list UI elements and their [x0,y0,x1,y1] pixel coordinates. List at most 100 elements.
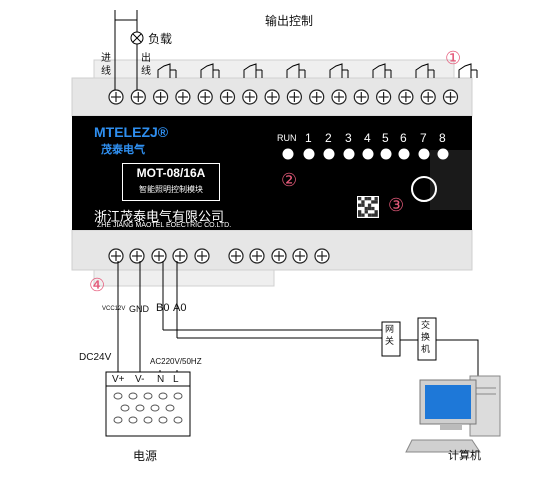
channel-label: 2 [325,131,332,145]
relay-symbol [415,63,435,78]
top-terminal [130,89,146,105]
power-terminal-label: N [157,374,165,385]
status-led [362,148,374,160]
in-line-label: 进 线 [101,53,111,77]
bottom-terminal [271,248,287,264]
power-supply-label: 电源 [133,449,158,463]
brand-logo-cn: 茂泰电气 [101,144,145,156]
vent-hole [128,416,138,424]
status-leds [282,148,449,160]
top-terminal [376,89,392,105]
vent-hole [120,404,130,412]
vcc-label: VCC12V [102,306,126,312]
model-number: MOT-08/16A [136,166,206,180]
bottom-terminal [249,248,265,264]
bottom-terminal [314,248,330,264]
top-terminal-cover [93,59,455,79]
top-terminal [264,89,280,105]
power-supply-vents [113,392,183,424]
switch-pc-wire [436,339,479,380]
channel-label: 3 [345,131,352,145]
bottom-terminal [151,248,167,264]
bottom-terminal [228,248,244,264]
company-name-en: ZHE JIANG MAOTEL EOECTRIC CO.LTD. [97,222,232,229]
marker-1: ① [445,48,462,69]
bottom-terminal [172,248,188,264]
status-led [343,148,355,160]
b0-label: B0 [156,302,170,314]
vent-hole [158,392,168,400]
top-terminal [197,89,213,105]
top-terminal [219,89,236,105]
vent-hole [173,416,183,424]
vent-hole [173,392,183,400]
power-terminal-label: L [173,374,179,385]
relay-symbol [200,63,220,78]
relay-symbol [157,63,177,78]
model-description: 智能照明控制模块 [139,185,203,194]
channel-label: 7 [420,131,427,145]
top-terminal [309,89,325,105]
top-terminal [353,89,369,105]
relay-contacts [157,63,478,78]
vent-hole [113,392,123,400]
load-lamp-symbol [130,31,144,45]
vent-hole [128,392,138,400]
top-terminal [175,89,191,105]
channel-label: 8 [439,131,446,145]
ac220-label: AC220V/50HZ [150,357,202,366]
dc24v-label: DC24V [79,352,112,363]
bottom-terminal-rail [71,229,473,271]
top-terminal [242,89,258,105]
vent-hole [143,392,153,400]
status-led [398,148,410,160]
power-terminal-label: V- [135,374,145,385]
vent-hole [150,404,160,412]
top-terminal [286,89,302,105]
marker-4: ④ [89,275,106,296]
module-shadow [430,150,472,210]
vent-hole [165,404,175,412]
relay-symbol [372,63,392,78]
gateway-label: 网 关 [385,325,395,347]
company-name-cn: 浙江茂泰电气有限公司 [94,210,225,225]
status-led [437,148,449,160]
channel-label: 1 [305,131,312,145]
bottom-terminal [129,248,145,264]
bottom-terminal-cover [93,269,275,287]
gateway-box [381,321,401,357]
top-terminals [108,89,459,105]
channel-label: 4 [364,131,371,145]
out-line-label: 出 线 [141,53,151,77]
vent-hole [113,416,123,424]
top-terminal [108,89,124,105]
a0-label: A0 [173,302,187,314]
channel-label: 6 [400,131,407,145]
bottom-terminal [108,248,124,264]
top-terminal [331,89,347,105]
vent-hole [143,416,153,424]
load-label: 负载 [148,32,173,46]
model-plate: MOT-08/16A 智能照明控制模块 [122,163,220,201]
switch-label: 交 换 机 [421,321,431,355]
status-led [303,148,315,160]
status-led [323,148,335,160]
vent-hole [135,404,145,412]
power-terminal-label: V+ [112,374,125,385]
top-terminal [153,89,169,105]
gnd-label: GND [129,304,149,314]
switch-box [417,317,437,361]
computer-icon [405,375,501,453]
marker-3: ③ [388,195,405,216]
relay-symbol [286,63,306,78]
run-label: RUN [277,133,297,143]
top-terminal [398,89,414,105]
relay-symbol [329,63,349,78]
relay-symbol [243,63,263,78]
relay-symbol [458,63,478,78]
qr-code [357,196,379,218]
status-led [380,148,392,160]
bottom-terminal [194,248,210,264]
